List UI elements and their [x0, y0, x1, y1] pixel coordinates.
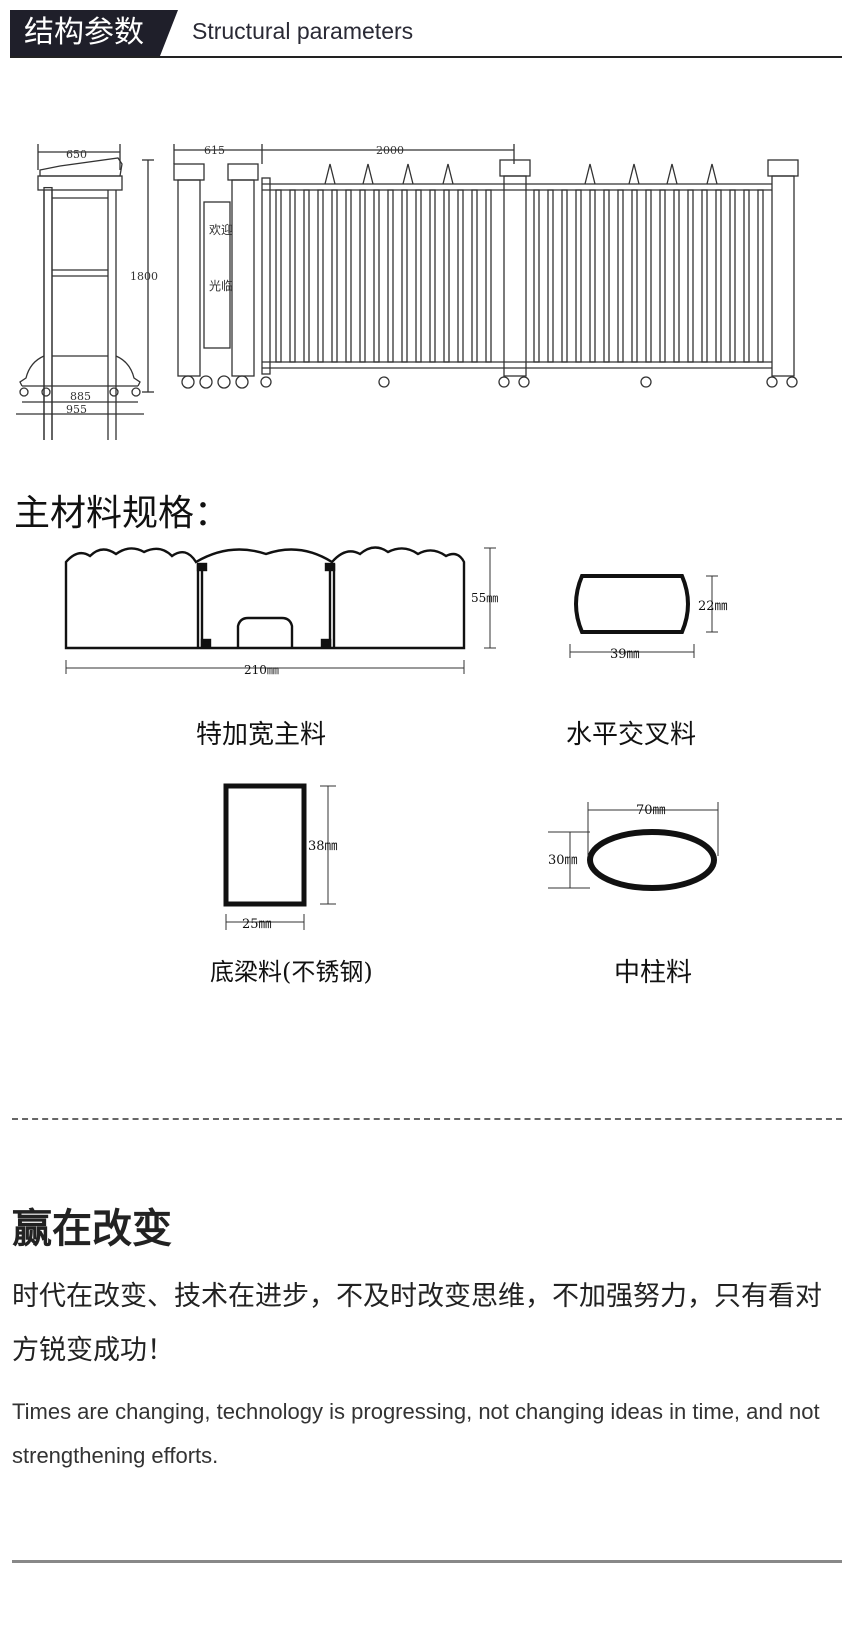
- profile-label-center-column: 中柱料: [614, 958, 693, 988]
- door-sign-line1: 欢迎: [209, 222, 233, 237]
- slogan-title: 赢在改变: [12, 1206, 172, 1252]
- gate-bar: [345, 189, 352, 363]
- gate-bar: [729, 189, 736, 363]
- gate-bar: [659, 189, 666, 363]
- gate-spike: [666, 163, 678, 185]
- gate-bar: [547, 189, 554, 363]
- bottom-rule: [12, 1560, 842, 1563]
- gate-bar: [743, 189, 750, 363]
- dim-cross-height: 22㎜: [698, 599, 728, 614]
- gate-spike: [628, 163, 640, 185]
- profile-label-bottom-beam: 底梁料(不锈钢): [210, 958, 373, 986]
- gate-side-view: [16, 144, 154, 440]
- dim-cross-width: 39㎜: [610, 647, 640, 662]
- gate-bar: [331, 189, 338, 363]
- gate-bar: [533, 189, 540, 363]
- gate-bar: [631, 189, 638, 363]
- gate-bar: [401, 189, 408, 363]
- gate-bar: [485, 189, 492, 363]
- slogan-body-en: Times are changing, technology is progre…: [12, 1399, 820, 1468]
- gate-spike: [362, 163, 374, 185]
- dim-front-span: 2000: [376, 144, 404, 157]
- gate-bar: [471, 189, 478, 363]
- dim-side-top: 650: [66, 148, 87, 161]
- section-header: 结构参数 Structural parameters: [10, 10, 842, 58]
- dim-column-width: 70㎜: [636, 803, 666, 818]
- gate-bar: [617, 189, 624, 363]
- gate-bar: [715, 189, 722, 363]
- gate-bar: [603, 189, 610, 363]
- gate-spike: [584, 163, 596, 185]
- gate-wheels: [181, 375, 798, 389]
- dim-beam-width: 25㎜: [242, 917, 272, 932]
- gate-bar: [589, 189, 596, 363]
- gate-bar: [317, 189, 324, 363]
- gate-bars: [275, 163, 764, 363]
- dashed-divider: [12, 1118, 842, 1120]
- header-tab-edge: [160, 10, 178, 56]
- materials-title: 主材料规格：: [14, 493, 231, 534]
- gate-bar: [575, 189, 582, 363]
- gate-technical-drawing: 650 1800 885 955 615 2000 欢迎 光临: [16, 144, 799, 440]
- gate-spike: [402, 163, 414, 185]
- profile-wide-main-bar: 210㎜ 55㎜: [64, 546, 498, 677]
- profile-cross-bar: 39㎜ 22㎜: [569, 574, 728, 662]
- dim-front-head: 615: [204, 144, 225, 157]
- gate-bar: [757, 189, 764, 363]
- gate-spike: [324, 163, 336, 185]
- dim-side-base-inner: 885: [70, 390, 91, 403]
- gate-bar: [275, 189, 282, 363]
- dim-column-height: 30㎜: [548, 853, 578, 868]
- dim-wide-width: 210㎜: [244, 663, 279, 677]
- gate-bar: [415, 189, 422, 363]
- slogan-body-cn: 时代在改变、技术在进步，不及时改变思维，不加强努力，只有看对方锐变成功！: [12, 1281, 822, 1366]
- gate-bar: [443, 189, 450, 363]
- gate-bar: [303, 189, 310, 363]
- gate-bar: [359, 189, 366, 363]
- profile-center-column: 70㎜ 30㎜: [548, 802, 719, 891]
- gate-bar: [429, 189, 436, 363]
- section-title-en: Structural parameters: [192, 18, 414, 44]
- door-sign-line2: 光临: [209, 279, 233, 293]
- dim-wide-height: 55㎜: [471, 591, 498, 605]
- profile-label-cross-bar: 水平交叉料: [566, 720, 697, 750]
- gate-bar: [289, 189, 296, 363]
- gate-spike: [706, 163, 718, 185]
- gate-bar: [645, 189, 652, 363]
- gate-bar: [673, 189, 680, 363]
- profile-label-wide-main: 特加宽主料: [196, 720, 327, 750]
- gate-bar: [373, 189, 380, 363]
- gate-bar: [687, 189, 694, 363]
- gate-spike: [442, 163, 454, 185]
- dim-side-base-outer: 955: [66, 403, 87, 416]
- gate-bar: [561, 189, 568, 363]
- gate-bar: [387, 189, 394, 363]
- dim-beam-height: 38㎜: [308, 839, 338, 854]
- dim-side-height: 1800: [130, 270, 158, 283]
- section-title-cn: 结构参数: [10, 10, 160, 56]
- profile-bottom-beam: 25㎜ 38㎜: [223, 783, 338, 932]
- gate-bar: [701, 189, 708, 363]
- gate-bar: [457, 189, 464, 363]
